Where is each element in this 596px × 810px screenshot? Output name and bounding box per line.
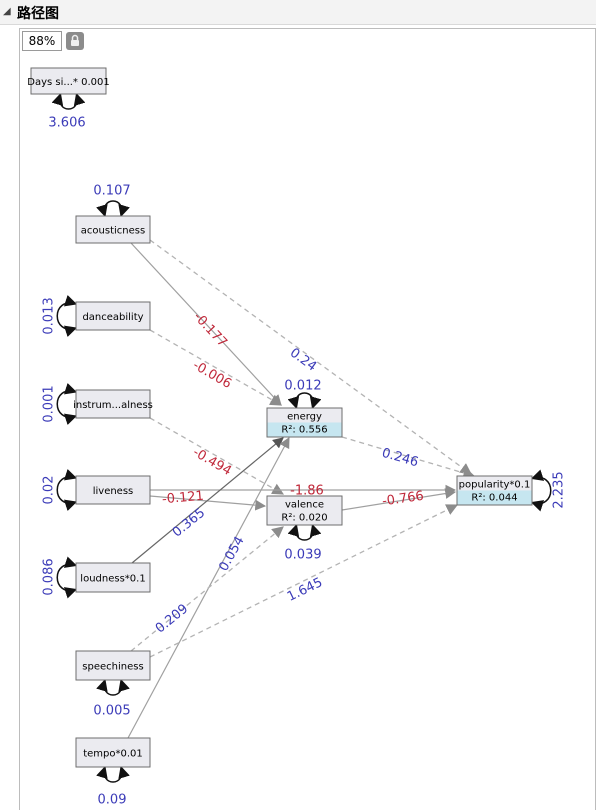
variance-value-danceability: 0.013: [42, 297, 57, 334]
coefficient-acousticness-to-popularity: 0.24: [287, 345, 319, 374]
collapse-triangle-icon[interactable]: ◢: [3, 6, 11, 17]
node-box-speechiness: [75, 650, 151, 681]
node-label-danceability: danceability: [82, 312, 143, 323]
lock-icon[interactable]: [66, 32, 84, 50]
variance-value-valence: 0.039: [284, 548, 321, 563]
node-speechiness[interactable]: speechiness: [75, 650, 151, 681]
node-label-energy: energy: [287, 412, 322, 423]
variance-loop-loudness[interactable]: [56, 556, 78, 599]
node-box-loudness: [75, 562, 151, 593]
path-instrumentalness-to-valence[interactable]: [149, 417, 285, 495]
node-r2-valence: R²: 0.020: [281, 512, 327, 523]
variance-value-acousticness: 0.107: [93, 184, 130, 199]
variance-value-liveness: 0.02: [42, 476, 57, 505]
variance-loop-acousticness[interactable]: [96, 200, 130, 218]
variance-value-popularity: 2.235: [552, 471, 567, 508]
coefficient-instrumentalness-to-valence: -0.494: [190, 445, 234, 479]
node-label-liveness: liveness: [93, 486, 134, 497]
node-popularity[interactable]: popularity*0.1R²: 0.044: [456, 475, 533, 506]
node-label-tempo: tempo*0.01: [83, 749, 143, 760]
node-liveness[interactable]: liveness: [75, 475, 151, 505]
lock-icon-glyph: [71, 34, 79, 46]
path-danceability-to-energy[interactable]: [149, 329, 283, 406]
variance-loop-days[interactable]: [51, 92, 86, 110]
path-energy-to-popularity[interactable]: [341, 436, 476, 479]
variance-loop-popularity[interactable]: [530, 469, 552, 512]
node-danceability[interactable]: danceability: [75, 301, 151, 331]
r2-band-popularity: [457, 490, 532, 505]
node-label-valence: valence: [285, 500, 324, 511]
coefficient-energy-to-popularity: 0.246: [380, 446, 420, 471]
node-label-speechiness: speechiness: [82, 662, 143, 673]
panel-title: 路径图: [17, 6, 59, 22]
node-r2-energy: R²: 0.556: [281, 424, 327, 435]
node-box-danceability: [75, 301, 151, 331]
node-acousticness[interactable]: acousticness: [75, 215, 151, 244]
variance-value-loudness: 0.086: [42, 558, 57, 595]
node-tempo[interactable]: tempo*0.01: [75, 737, 151, 768]
r2-band-valence: [267, 510, 342, 525]
node-box-tempo: [75, 737, 151, 768]
panel-header[interactable]: ◢ 路径图: [0, 0, 596, 25]
variance-loop-valence[interactable]: [287, 523, 322, 541]
node-label-acousticness: acousticness: [81, 226, 145, 237]
coefficient-acousticness-to-energy: -0.177: [190, 310, 230, 351]
node-box-instrumentalness: [75, 389, 151, 419]
node-r2-popularity: R²: 0.044: [471, 492, 517, 503]
node-days[interactable]: Days si...* 0.001: [27, 67, 110, 95]
node-box-acousticness: [75, 215, 151, 244]
variance-loop-tempo[interactable]: [96, 765, 130, 783]
node-loudness[interactable]: loudness*0.1: [75, 562, 151, 593]
path-acousticness-to-popularity[interactable]: [149, 239, 472, 475]
variance-loop-danceability[interactable]: [56, 295, 78, 337]
variance-loop-energy[interactable]: [287, 392, 322, 410]
variance-value-speechiness: 0.005: [93, 704, 130, 719]
path-speechiness-to-valence[interactable]: [130, 526, 284, 652]
variance-loop-instrumentalness[interactable]: [56, 383, 78, 425]
node-label-instrumentalness: instrum...alness: [73, 400, 153, 411]
variance-loop-speechiness[interactable]: [96, 678, 130, 696]
node-label-loudness: loudness*0.1: [80, 574, 145, 585]
coefficient-loudness-to-energy: 0.365: [170, 505, 208, 540]
coefficient-danceability-to-energy: -0.006: [190, 358, 234, 392]
node-box-days: [30, 67, 107, 95]
variance-value-instrumentalness: 0.001: [42, 385, 57, 422]
coefficient-tempo-to-energy: 0.054: [216, 534, 247, 574]
node-label-days: Days si...* 0.001: [27, 77, 109, 88]
node-box-liveness: [75, 475, 151, 505]
r2-band-energy: [267, 422, 342, 437]
variance-value-tempo: 0.09: [98, 793, 127, 808]
variance-value-energy: 0.012: [284, 379, 321, 394]
path-valence-to-popularity[interactable]: [341, 488, 457, 511]
variance-loop-liveness[interactable]: [56, 469, 78, 511]
zoom-field[interactable]: 88%: [22, 31, 62, 51]
node-instrumentalness[interactable]: instrum...alness: [73, 389, 153, 419]
node-label-popularity: popularity*0.1: [459, 480, 531, 491]
path-loudness-to-energy[interactable]: [131, 437, 284, 564]
coefficient-liveness-to-popularity: -1.86: [290, 484, 324, 499]
coefficient-liveness-to-valence: -0.121: [161, 489, 204, 508]
variance-value-days: 3.606: [48, 116, 85, 131]
coefficient-valence-to-popularity: -0.766: [381, 489, 425, 510]
path-speechiness-to-popularity[interactable]: [149, 504, 459, 658]
path-acousticness-to-energy[interactable]: [130, 242, 282, 406]
